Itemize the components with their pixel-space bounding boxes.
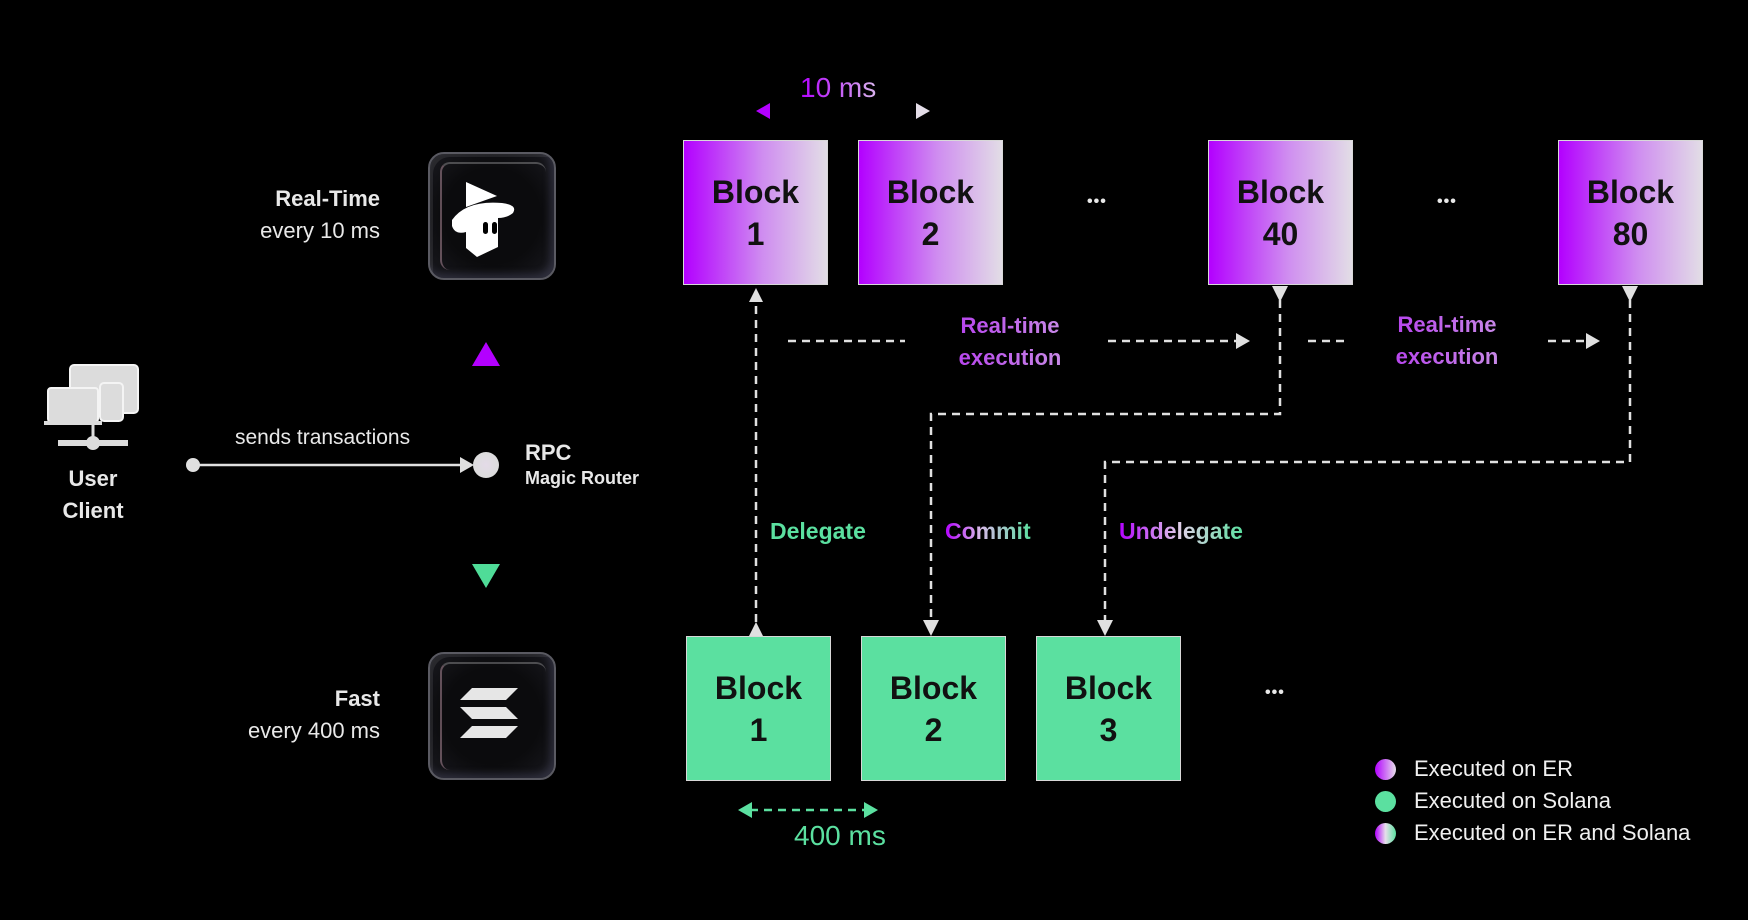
legend-swatch-both <box>1375 822 1396 844</box>
sol-block-num: 1 <box>749 711 768 748</box>
commit-label: Commit <box>945 518 1031 544</box>
sol-block-num: 2 <box>924 711 943 748</box>
er-block: Block 80 <box>1558 140 1703 285</box>
realtime-exec-label: Real-time execution <box>950 310 1070 374</box>
delegate-connector <box>749 288 763 636</box>
rpc-label: RPC Magic Router <box>525 440 639 490</box>
undelegate-label: Undelegate <box>1119 518 1243 544</box>
legend-label: Executed on Solana <box>1414 788 1611 813</box>
fast-lane-label: Fast every 400 ms <box>180 683 380 747</box>
realtime-exec-line1: Real-time <box>960 313 1060 338</box>
sol-ellipsis: ••• <box>1265 684 1285 701</box>
er-block-word: Block <box>886 173 975 210</box>
legend-label: Executed on ER and Solana <box>1414 820 1691 845</box>
user-client-line2: Client <box>62 498 124 523</box>
er-block: Block 40 <box>1208 140 1353 285</box>
sol-block: Block 3 <box>1036 636 1181 781</box>
sol-block: Block 1 <box>686 636 831 781</box>
realtime-title: Real-Time <box>275 186 380 211</box>
er-block-word: Block <box>1586 173 1675 210</box>
fast-title: Fast <box>334 686 380 711</box>
send-arrow <box>186 457 474 473</box>
legend-item-both: Executed on ER and Solana <box>1375 820 1690 846</box>
er-block-word: Block <box>1236 173 1325 210</box>
user-client-line1: User <box>68 466 118 491</box>
legend-swatch-solana <box>1375 790 1396 812</box>
er-block: Block 2 <box>858 140 1003 285</box>
er-interval-arrow <box>756 103 930 119</box>
er-block-num: 40 <box>1262 215 1299 252</box>
sol-interval-label: 400 ms <box>794 820 886 851</box>
sol-block-word: Block <box>1064 669 1153 706</box>
undelegate-connector <box>1097 286 1638 636</box>
fast-subtitle: every 400 ms <box>247 718 380 743</box>
er-ellipsis: ••• <box>1437 193 1457 210</box>
rpc-subtitle: Magic Router <box>525 468 640 488</box>
delegate-label: Delegate <box>770 518 866 544</box>
realtime-exec-arrowhead-2 <box>1586 333 1600 349</box>
er-ellipsis: ••• <box>1087 193 1107 210</box>
sol-block: Block 2 <box>861 636 1006 781</box>
realtime-exec-line2: execution <box>958 345 1062 370</box>
realtime-exec-arrowhead-1 <box>1236 333 1250 349</box>
er-block-num: 1 <box>746 215 765 252</box>
legend-item-er: Executed on ER <box>1375 756 1573 782</box>
rpc-title: RPC <box>525 440 572 465</box>
devices-network-icon <box>44 364 139 450</box>
legend-label: Executed on ER <box>1414 756 1573 781</box>
sol-block-word: Block <box>714 669 803 706</box>
realtime-exec-line2: execution <box>1395 344 1499 369</box>
fast-icon-tile <box>428 652 556 780</box>
realtime-lane-label: Real-Time every 10 ms <box>180 183 380 247</box>
legend-swatch-er <box>1375 758 1396 780</box>
realtime-exec-label: Real-time execution <box>1387 309 1507 373</box>
er-block-num: 80 <box>1612 215 1649 252</box>
er-interval-label: 10 ms <box>800 72 877 103</box>
sol-interval-arrow <box>738 802 878 818</box>
realtime-exec-line1: Real-time <box>1397 312 1497 337</box>
commit-connector <box>923 286 1288 636</box>
er-block: Block 1 <box>683 140 828 285</box>
send-label: sends transactions <box>235 426 411 449</box>
sol-block-num: 3 <box>1099 711 1118 748</box>
realtime-icon-tile <box>428 152 556 280</box>
user-client-label: User Client <box>43 463 143 527</box>
legend-item-solana: Executed on Solana <box>1375 788 1611 814</box>
rpc-up-arrow <box>472 342 500 452</box>
realtime-subtitle: every 10 ms <box>260 218 380 243</box>
rpc-down-arrow <box>472 478 500 588</box>
er-block-num: 2 <box>921 215 940 252</box>
rpc-node <box>473 452 499 478</box>
sol-block-word: Block <box>889 669 978 706</box>
er-block-word: Block <box>711 173 800 210</box>
